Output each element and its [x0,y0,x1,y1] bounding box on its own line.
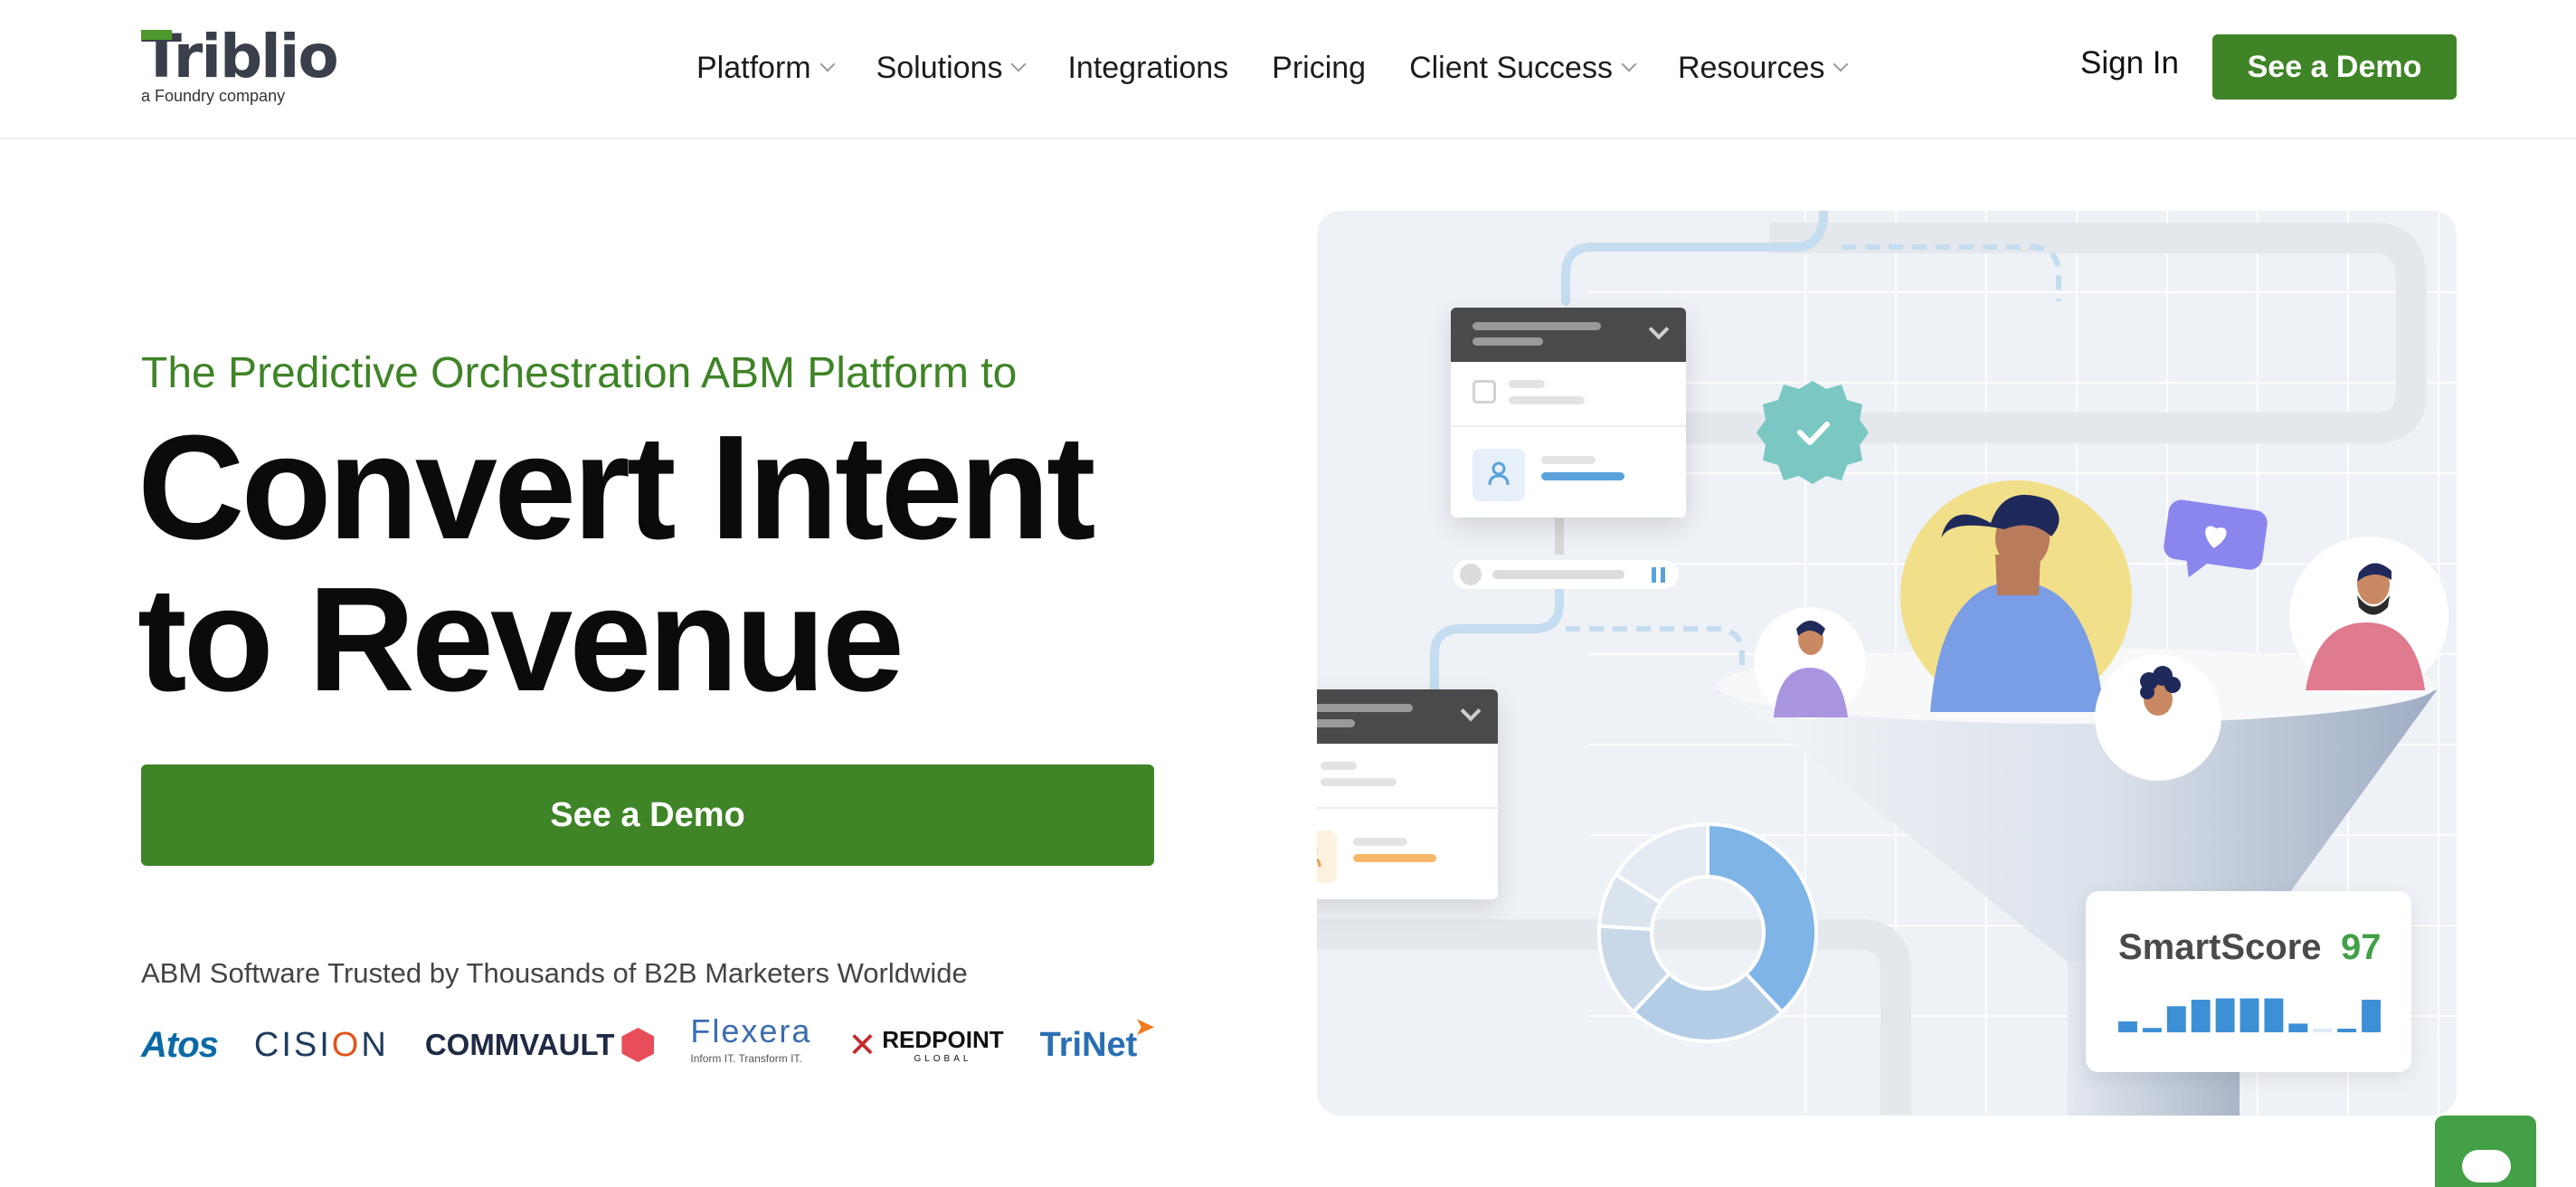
card-row [1451,362,1686,427]
hero-illustration [1317,211,2457,1116]
header-see-demo-button[interactable]: See a Demo [2212,34,2457,100]
nav-pricing-label: Pricing [1272,50,1367,85]
nav-solutions[interactable]: Solutions [876,50,1027,86]
flexera-logo-text: Flexera [690,1012,812,1049]
smartscore-bar [2118,1021,2137,1032]
trinet-logo: TriNet ➤ [1039,1012,1156,1065]
hero-headline-line1: Convert Intent [137,404,1096,570]
nav-platform[interactable]: Platform [696,50,836,86]
cision-logo-part1: CISI [253,1025,332,1064]
check-badge [1757,381,1869,484]
smartscore-bar [2191,1000,2211,1032]
redpoint-mark-icon: ✕ [848,1026,877,1065]
workflow-card-bottom [1317,689,1498,899]
cision-logo-o: O [331,1025,362,1064]
background-path-2 [1317,919,1911,1116]
nav-platform-label: Platform [696,50,811,85]
trusted-by-text: ABM Software Trusted by Thousands of B2B… [141,957,968,989]
redpoint-logo: ✕ REDPOINT GLOBAL [848,1025,1003,1066]
commvault-cube-icon [621,1028,655,1062]
check-icon [1797,422,1830,445]
nav-client-success-label: Client Success [1409,50,1613,85]
redpoint-logo-text: REDPOINT [882,1026,1004,1053]
sign-in-link[interactable]: Sign In [2080,45,2179,81]
flow-connector [1561,211,1828,306]
flexera-logo-slogan: Inform IT. Transform IT. [690,1052,802,1065]
nav-solutions-label: Solutions [876,50,1003,85]
triblio-logo[interactable]: Triblio a Foundry company [141,22,339,109]
nav-client-success[interactable]: Client Success [1409,50,1637,86]
donut-segment [1631,971,1785,1043]
donut-segment [1706,821,1818,1015]
workflow-card-top [1451,308,1686,518]
smartscore-bar [2166,1006,2186,1032]
chevron-down-icon [1010,56,1027,72]
copy-icon [1473,380,1496,404]
donut-segment [1613,821,1709,906]
redpoint-logo-words: REDPOINT GLOBAL [882,1026,1003,1064]
cision-logo-part2: N [361,1025,389,1064]
smartscore-value: 97 [2341,927,2382,967]
card-header [1317,689,1498,744]
logo-subtitle: a Foundry company [141,87,286,105]
smartscore-bar [2362,1000,2381,1032]
commvault-logo-text: COMMVAULT [424,1028,615,1061]
redpoint-logo-sub: GLOBAL [914,1054,972,1064]
commvault-logo: COMMVAULT [425,1028,655,1062]
heart-icon [2205,526,2227,548]
smartscore-bar [2142,1028,2162,1032]
donut-chart [1597,821,1818,1043]
client-logos: Atos CISION COMMVAULT Flexera Inform IT.… [141,1012,1156,1072]
hero-headline-line2: to Revenue [137,556,904,722]
smartscore-card: SmartScore 97 [2086,891,2411,1072]
background-path [1679,223,2427,443]
flow-connector-dashed-2 [1566,626,1745,681]
trinet-arrow-icon: ➤ [1133,1011,1156,1040]
cision-logo: CISION [254,1026,389,1065]
card-row [1317,809,1498,899]
atos-logo: Atos [141,1024,219,1065]
logo-wordmark: Triblio [141,22,339,91]
nav-resources-label: Resources [1677,50,1825,85]
chevron-down-icon [1621,56,1637,72]
user-icon-orange [1317,831,1337,883]
nav-pricing[interactable]: Pricing [1272,51,1366,86]
smartscore-bar [2215,998,2235,1032]
smartscore-label: SmartScore [2118,927,2322,967]
main-nav: Platform Solutions Integrations Pricing … [696,0,1849,136]
trinet-logo-text: TriNet [1039,1025,1138,1064]
smartscore-bars [2118,998,2381,1032]
funnel [1715,681,2437,1116]
chevron-down-icon [1460,700,1482,722]
smartscore-bar [2313,1029,2333,1032]
smartscore-bar [2240,998,2259,1032]
smartscore-bar [2264,998,2284,1032]
chat-bubble-icon [2462,1150,2511,1182]
hero-headline: Convert Intent to Revenue [137,404,1096,722]
chevron-down-icon [819,56,836,72]
user-icon-blue [1473,449,1525,501]
smartscore-bar [2288,1023,2308,1032]
nav-integrations[interactable]: Integrations [1067,51,1228,86]
hero-tagline: The Predictive Orchestration ABM Platfor… [141,349,1018,397]
chat-widget-button[interactable] [2435,1116,2536,1187]
flexera-logo: Flexera Inform IT. Transform IT. [690,1015,811,1072]
chevron-down-icon [1833,56,1849,72]
heart-bubble [2164,499,2268,578]
nav-resources[interactable]: Resources [1677,50,1849,86]
logo-accent-bar [141,30,172,40]
chevron-down-icon [1648,318,1670,340]
card-row [1317,744,1498,809]
nav-integrations-label: Integrations [1067,50,1229,85]
card-header [1451,308,1686,362]
avatar-curly [2095,654,2221,781]
site-header: Triblio a Foundry company Platform Solut… [0,0,2576,139]
flow-connector-2 [1430,570,1564,695]
hero-see-demo-button[interactable]: See a Demo [141,764,1154,866]
smartscore-bar [2337,1029,2357,1032]
card-row [1451,427,1686,518]
flow-connector-dashed [1842,244,2061,301]
